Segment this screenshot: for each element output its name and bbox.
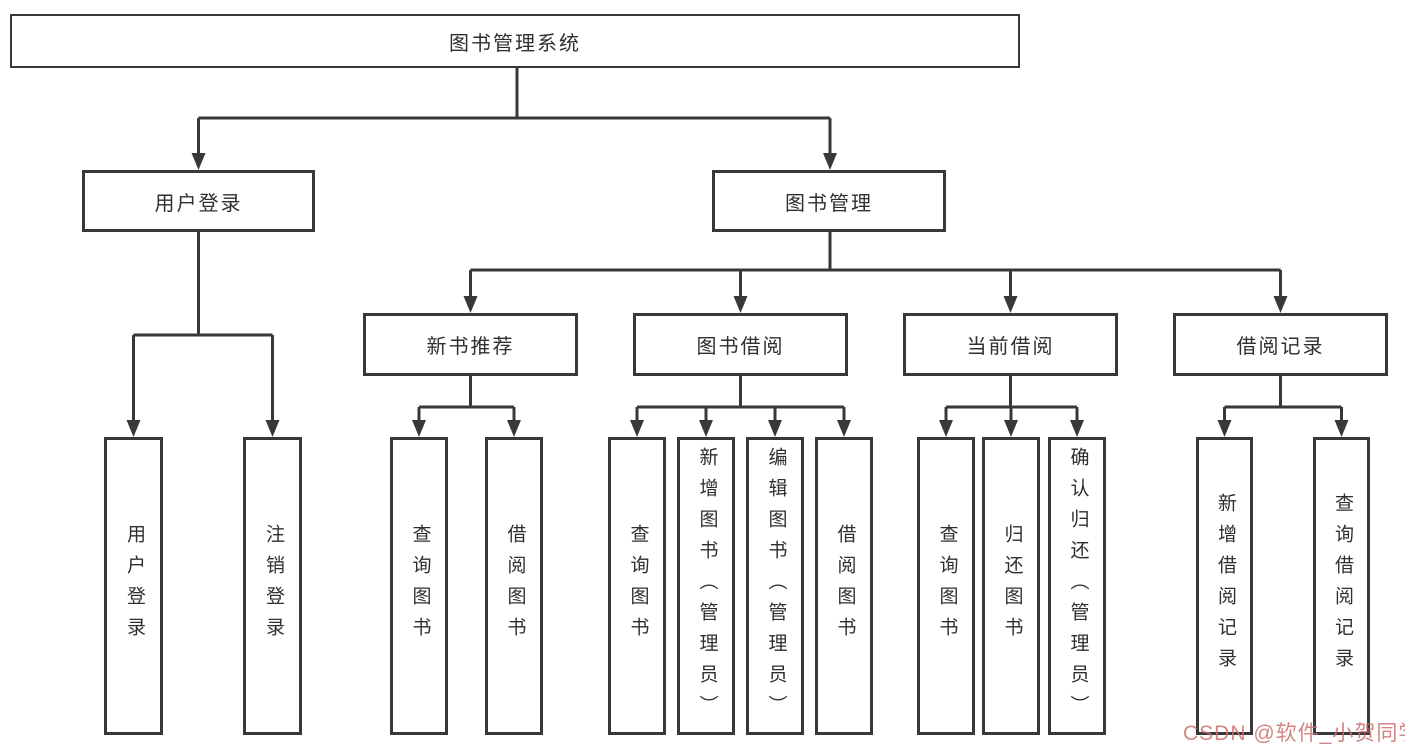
leaf-query-books-current-label: 查询图书 [936,524,958,648]
connector-borrowing-records-branch [1217,376,1349,437]
node-borrowing-records-label: 借阅记录 [1236,336,1325,358]
leaf-query-books-borrowing: 查询图书 [608,437,666,735]
leaf-logout-label: 注销登录 [262,524,284,648]
leaf-user-login-label: 用户登录 [123,524,145,648]
leaf-query-books-borrowing-label: 查询图书 [627,524,649,648]
node-current-borrowing-label: 当前借阅 [966,336,1055,358]
node-book-borrowing: 图书借阅 [633,313,848,376]
node-new-book-recommend: 新书推荐 [363,313,578,376]
leaf-edit-book-admin-label: 编辑图书（管理员） [765,446,787,726]
leaf-confirm-return-admin: 确认归还（管理员） [1048,437,1106,735]
node-current-borrowing: 当前借阅 [903,313,1118,376]
leaf-add-borrow-record: 新增借阅记录 [1196,437,1253,735]
csdn-watermark: CSDN @软件_小贺同学 [1183,722,1405,745]
node-borrowing-records: 借阅记录 [1173,313,1388,376]
connector-current-borrowing-branch [939,376,1084,437]
leaf-logout: 注销登录 [243,437,302,735]
node-book-borrowing-label: 图书借阅 [696,336,785,358]
leaf-return-books: 归还图书 [982,437,1040,735]
root-node-library-system: 图书管理系统 [10,14,1020,68]
node-book-management: 图书管理 [712,170,946,232]
leaf-confirm-return-admin-label: 确认归还（管理员） [1067,446,1089,726]
leaf-add-book-admin: 新增图书（管理员） [677,437,735,735]
leaf-return-books-label: 归还图书 [1001,524,1023,648]
connector-new-book-branch [412,376,521,437]
connector-book-management-branch [463,232,1288,313]
leaf-borrow-books-borrowing: 借阅图书 [815,437,873,735]
leaf-query-borrow-record: 查询借阅记录 [1313,437,1370,735]
leaf-user-login: 用户登录 [104,437,163,735]
leaf-add-borrow-record-label: 新增借阅记录 [1214,493,1236,679]
leaf-borrow-books-recommend: 借阅图书 [485,437,543,735]
node-user-login: 用户登录 [82,170,315,232]
leaf-borrow-books-borrowing-label: 借阅图书 [834,524,856,648]
connector-root-to-level2 [191,68,837,170]
leaf-query-books-recommend-label: 查询图书 [409,524,431,648]
root-node-label: 图书管理系统 [449,32,581,55]
connector-book-borrowing-branch [630,376,851,437]
node-book-management-label: 图书管理 [785,192,873,215]
leaf-add-book-admin-label: 新增图书（管理员） [696,446,718,726]
leaf-query-borrow-record-label: 查询借阅记录 [1331,493,1353,679]
connector-user-login-branch [126,232,280,437]
node-user-login-label: 用户登录 [154,192,243,215]
leaf-borrow-books-recommend-label: 借阅图书 [504,524,526,648]
leaf-edit-book-admin: 编辑图书（管理员） [746,437,804,735]
leaf-query-books-recommend: 查询图书 [390,437,448,735]
leaf-query-books-current: 查询图书 [917,437,975,735]
node-new-book-recommend-label: 新书推荐 [426,336,515,358]
